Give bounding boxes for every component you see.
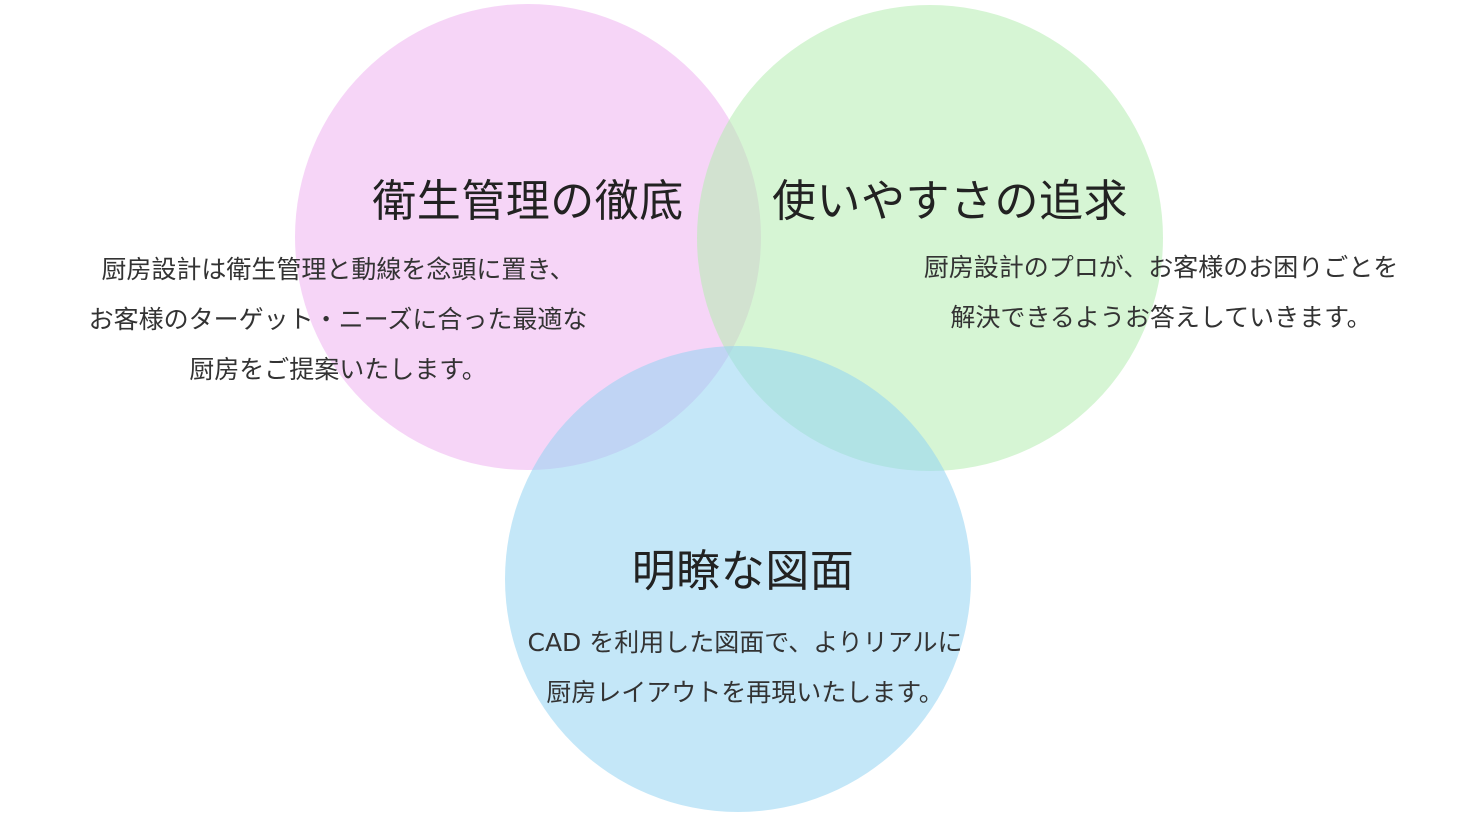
circle-drawings (505, 346, 971, 812)
description-line: 厨房レイアウトを再現いたします。 (546, 678, 944, 707)
description-line: 厨房設計は衛生管理と動線を念頭に置き、 (101, 255, 575, 284)
heading-drawings: 明瞭な図面 (631, 546, 855, 597)
description-line: 解決できるようお答えしていきます。 (950, 303, 1372, 332)
description-line: お客様のターゲット・ニーズに合った最適な (88, 305, 588, 334)
description-drawings: CAD を利用した図面で、よりリアルに 厨房レイアウトを再現いたします。 (527, 618, 962, 718)
heading-usability: 使いやすさの追求 (772, 176, 1128, 227)
description-line: CAD を利用した図面で、よりリアルに (527, 628, 963, 657)
heading-hygiene: 衛生管理の徹底 (372, 176, 684, 227)
description-usability: 厨房設計のプロが、お客様のお困りごとを 解決できるようお答えしていきます。 (924, 243, 1399, 343)
description-line: 厨房設計のプロが、お客様のお困りごとを (923, 253, 1399, 282)
description-line: 厨房をご提案いたします。 (189, 355, 487, 384)
description-hygiene: 厨房設計は衛生管理と動線を念頭に置き、 お客様のターゲット・ニーズに合った最適な… (89, 245, 588, 395)
